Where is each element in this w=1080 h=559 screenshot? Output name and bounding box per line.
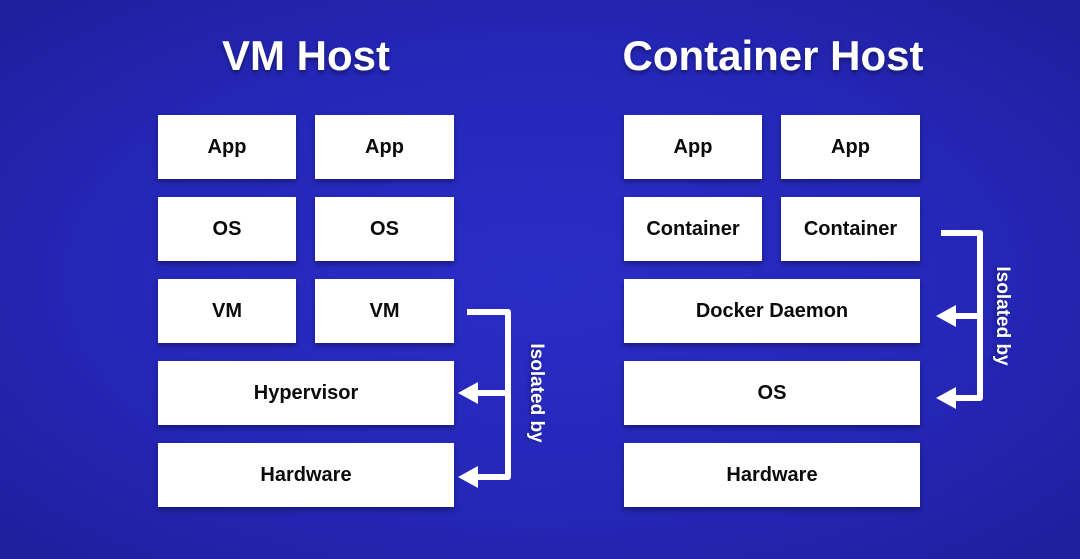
container-app-box-2: App	[781, 115, 920, 179]
vm-os-box-2: OS	[315, 197, 454, 261]
vm-hypervisor-arrow-icon	[458, 382, 478, 404]
vm-hardware-box: Hardware	[158, 443, 454, 507]
container-box-1: Container	[624, 197, 762, 261]
docker-daemon-box: Docker Daemon	[624, 279, 920, 343]
vm-app-box-1: App	[158, 115, 296, 179]
container-isolated-by-label: Isolated by	[992, 266, 1013, 366]
vm-box-2: VM	[315, 279, 454, 343]
container-box-2: Container	[781, 197, 920, 261]
vm-app-box-2: App	[315, 115, 454, 179]
vm-box-1: VM	[158, 279, 296, 343]
container-hardware-box: Hardware	[624, 443, 920, 507]
vm-os-box-1: OS	[158, 197, 296, 261]
vm-hardware-arrow-icon	[458, 466, 478, 488]
container-host-title: Container Host	[622, 32, 924, 79]
vm-host-title: VM Host	[222, 32, 390, 79]
container-daemon-arrow-icon	[936, 305, 956, 327]
hypervisor-box: Hypervisor	[158, 361, 454, 425]
container-os-box: OS	[624, 361, 920, 425]
container-os-arrow-icon	[936, 387, 956, 409]
container-app-box-1: App	[624, 115, 762, 179]
